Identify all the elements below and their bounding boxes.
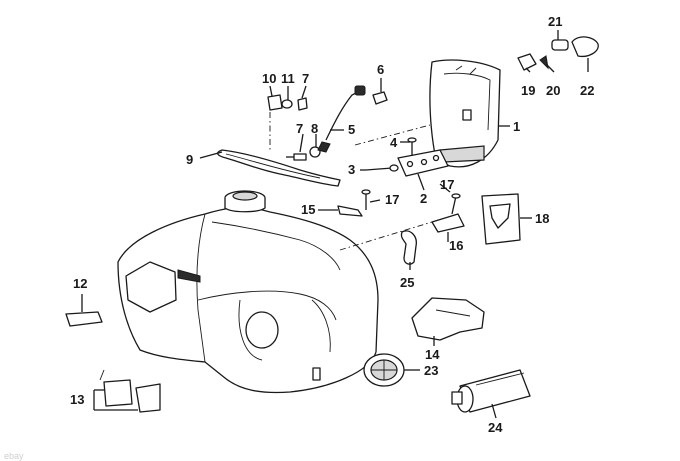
- label-3: 3: [348, 162, 355, 177]
- label-5: 5: [348, 122, 355, 137]
- frame-bracket: [481, 193, 521, 245]
- spring-clip: [400, 230, 417, 265]
- label-25: 25: [400, 275, 414, 290]
- label-7-mid: 7: [296, 121, 303, 136]
- label-19: 19: [521, 83, 535, 98]
- label-16: 16: [449, 238, 463, 253]
- label-20: 20: [546, 83, 560, 98]
- label-10: 10: [262, 71, 276, 86]
- leader-lines: [81, 30, 589, 419]
- label-4: 4: [390, 135, 398, 150]
- roll-cylinder: [451, 369, 531, 413]
- hinge-bracket: [365, 137, 449, 177]
- adhesive-pads: [99, 369, 161, 413]
- bridge-piece: [411, 297, 485, 341]
- label-7-top: 7: [302, 71, 309, 86]
- label-14: 14: [425, 347, 440, 362]
- label-18: 18: [535, 211, 549, 226]
- label-15: 15: [301, 202, 315, 217]
- label-17-left: 17: [385, 192, 399, 207]
- rubber-pad: [65, 311, 103, 327]
- label-24: 24: [488, 420, 503, 435]
- tank-cover-panel: [429, 59, 501, 168]
- watermark-text: ebay: [4, 451, 24, 461]
- label-22: 22: [580, 83, 594, 98]
- emblem-badge: [363, 353, 405, 387]
- mounting-brackets: [337, 189, 465, 251]
- label-6: 6: [377, 62, 384, 77]
- label-23: 23: [424, 363, 438, 378]
- fuel-cap-parts: [517, 36, 599, 71]
- label-17-right: 17: [440, 177, 454, 192]
- fuel-tank: [117, 190, 379, 394]
- part-number-labels: 10 11 7 6 7 8 5 9 1 4 3 17 2 17 15 18 16…: [70, 14, 594, 435]
- label-9: 9: [186, 152, 193, 167]
- label-12: 12: [73, 276, 87, 291]
- label-8: 8: [311, 121, 318, 136]
- clip-nut-group: [267, 94, 308, 150]
- label-21: 21: [548, 14, 562, 29]
- label-2: 2: [420, 191, 427, 206]
- label-13: 13: [70, 392, 84, 407]
- label-1: 1: [513, 119, 520, 134]
- label-11: 11: [281, 71, 295, 86]
- breather-hose-group: [286, 85, 431, 161]
